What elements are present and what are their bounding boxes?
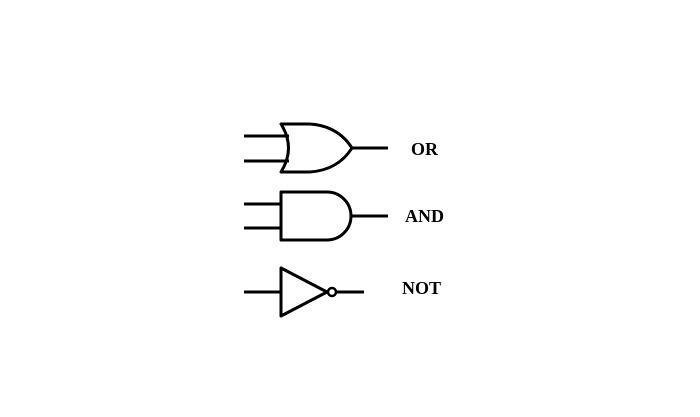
and-gate-group: AND xyxy=(244,190,444,242)
not-gate-triangle xyxy=(279,266,329,318)
or-gate-group: OR xyxy=(244,122,439,174)
or-gate-label: OR xyxy=(411,139,439,159)
not-gate-group: NOT xyxy=(244,266,441,318)
not-gate-bubble xyxy=(326,286,338,298)
and-gate-label: AND xyxy=(405,206,444,226)
not-gate-label: NOT xyxy=(402,278,441,298)
or-gate-symbol xyxy=(279,122,354,174)
and-gate-symbol xyxy=(279,190,353,242)
